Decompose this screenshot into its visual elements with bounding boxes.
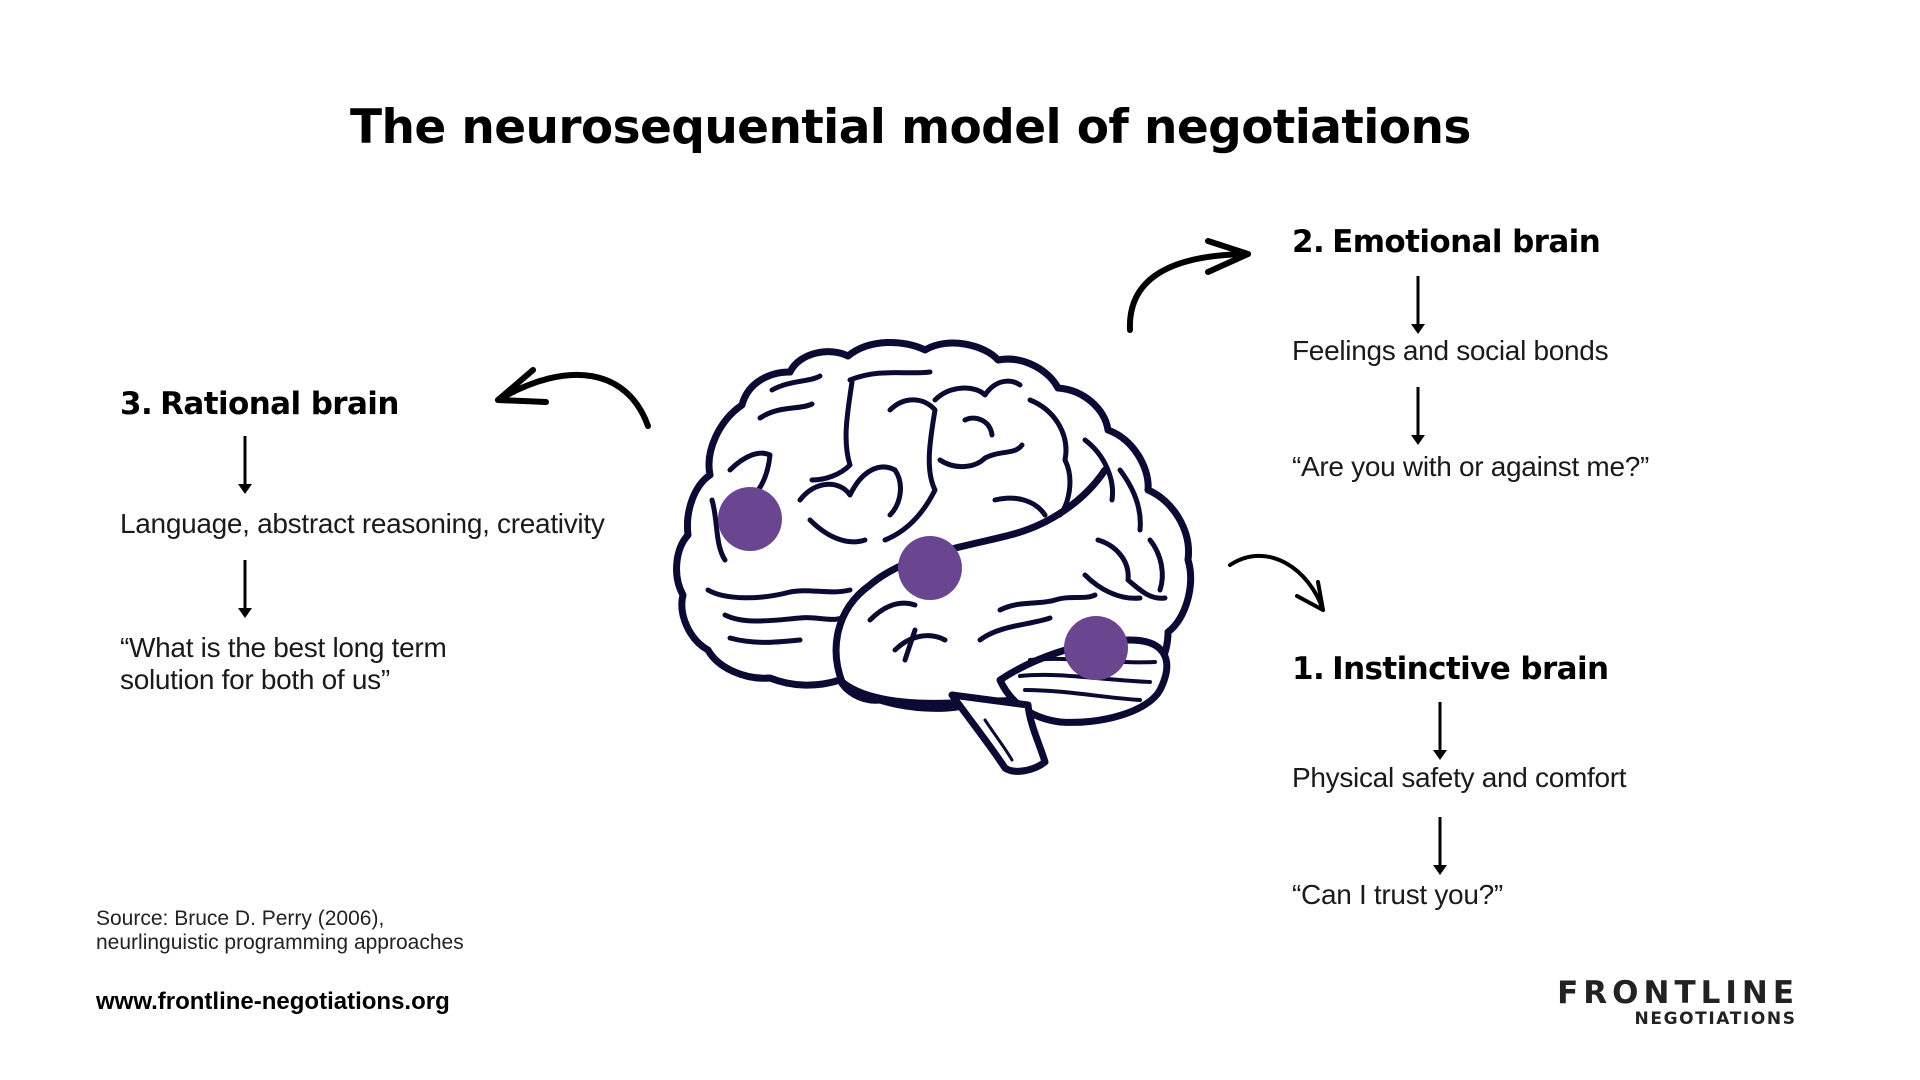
logo-wordmark: FRONTLINE (1557, 975, 1799, 1011)
down-arrow-icon (238, 436, 252, 494)
down-arrow-icon (1411, 276, 1425, 334)
section-question: “Are you with or against me?” (1292, 451, 1650, 482)
section-question: “Can I trust you?” (1292, 879, 1503, 910)
section-question-line-2: solution for both of us” (120, 664, 390, 695)
down-arrow-icon (1433, 817, 1447, 875)
down-arrow-icon (1411, 387, 1425, 445)
curved-arrow-to-rational-icon (495, 367, 651, 429)
brainstem-outline (948, 691, 1049, 775)
section-title: Emotional brain (1332, 224, 1601, 260)
section-heading: 3.Rational brain (120, 386, 399, 422)
section-title: Rational brain (160, 386, 399, 422)
section-number: 1. (1292, 651, 1325, 687)
curved-arrow-to-instinctive-icon (1228, 553, 1325, 612)
section-number: 3. (120, 386, 153, 422)
section-question-line-1: “What is the best long term (120, 632, 447, 663)
section-description: Language, abstract reasoning, creativity (120, 508, 605, 539)
logo-subtitle: NEGOTIATIONS (1634, 1009, 1797, 1029)
brain-icon (673, 339, 1195, 775)
section-heading: 2.Emotional brain (1292, 224, 1601, 260)
page-title: The neurosequential model of negotiation… (350, 100, 1471, 155)
section-title: Instinctive brain (1332, 651, 1609, 687)
down-arrow-icon (1433, 702, 1447, 760)
section-description: Feelings and social bonds (1292, 335, 1609, 366)
source-citation: Source: Bruce D. Perry (2006), neurlingu… (96, 907, 464, 955)
marker-rational-region (718, 487, 782, 551)
section-description: Physical safety and comfort (1292, 762, 1627, 793)
curved-arrow-to-emotional-icon (1126, 238, 1251, 333)
website-link[interactable]: www.frontline-negotiations.org (96, 988, 450, 1015)
section-number: 2. (1292, 224, 1325, 260)
down-arrow-icon (238, 560, 252, 618)
source-line-1: Source: Bruce D. Perry (2006), (96, 907, 385, 930)
source-line-2: neurlinguistic programming approaches (96, 931, 464, 954)
section-heading: 1.Instinctive brain (1292, 651, 1609, 687)
marker-instinctive-region (1064, 616, 1128, 680)
marker-emotional-region (898, 536, 962, 600)
